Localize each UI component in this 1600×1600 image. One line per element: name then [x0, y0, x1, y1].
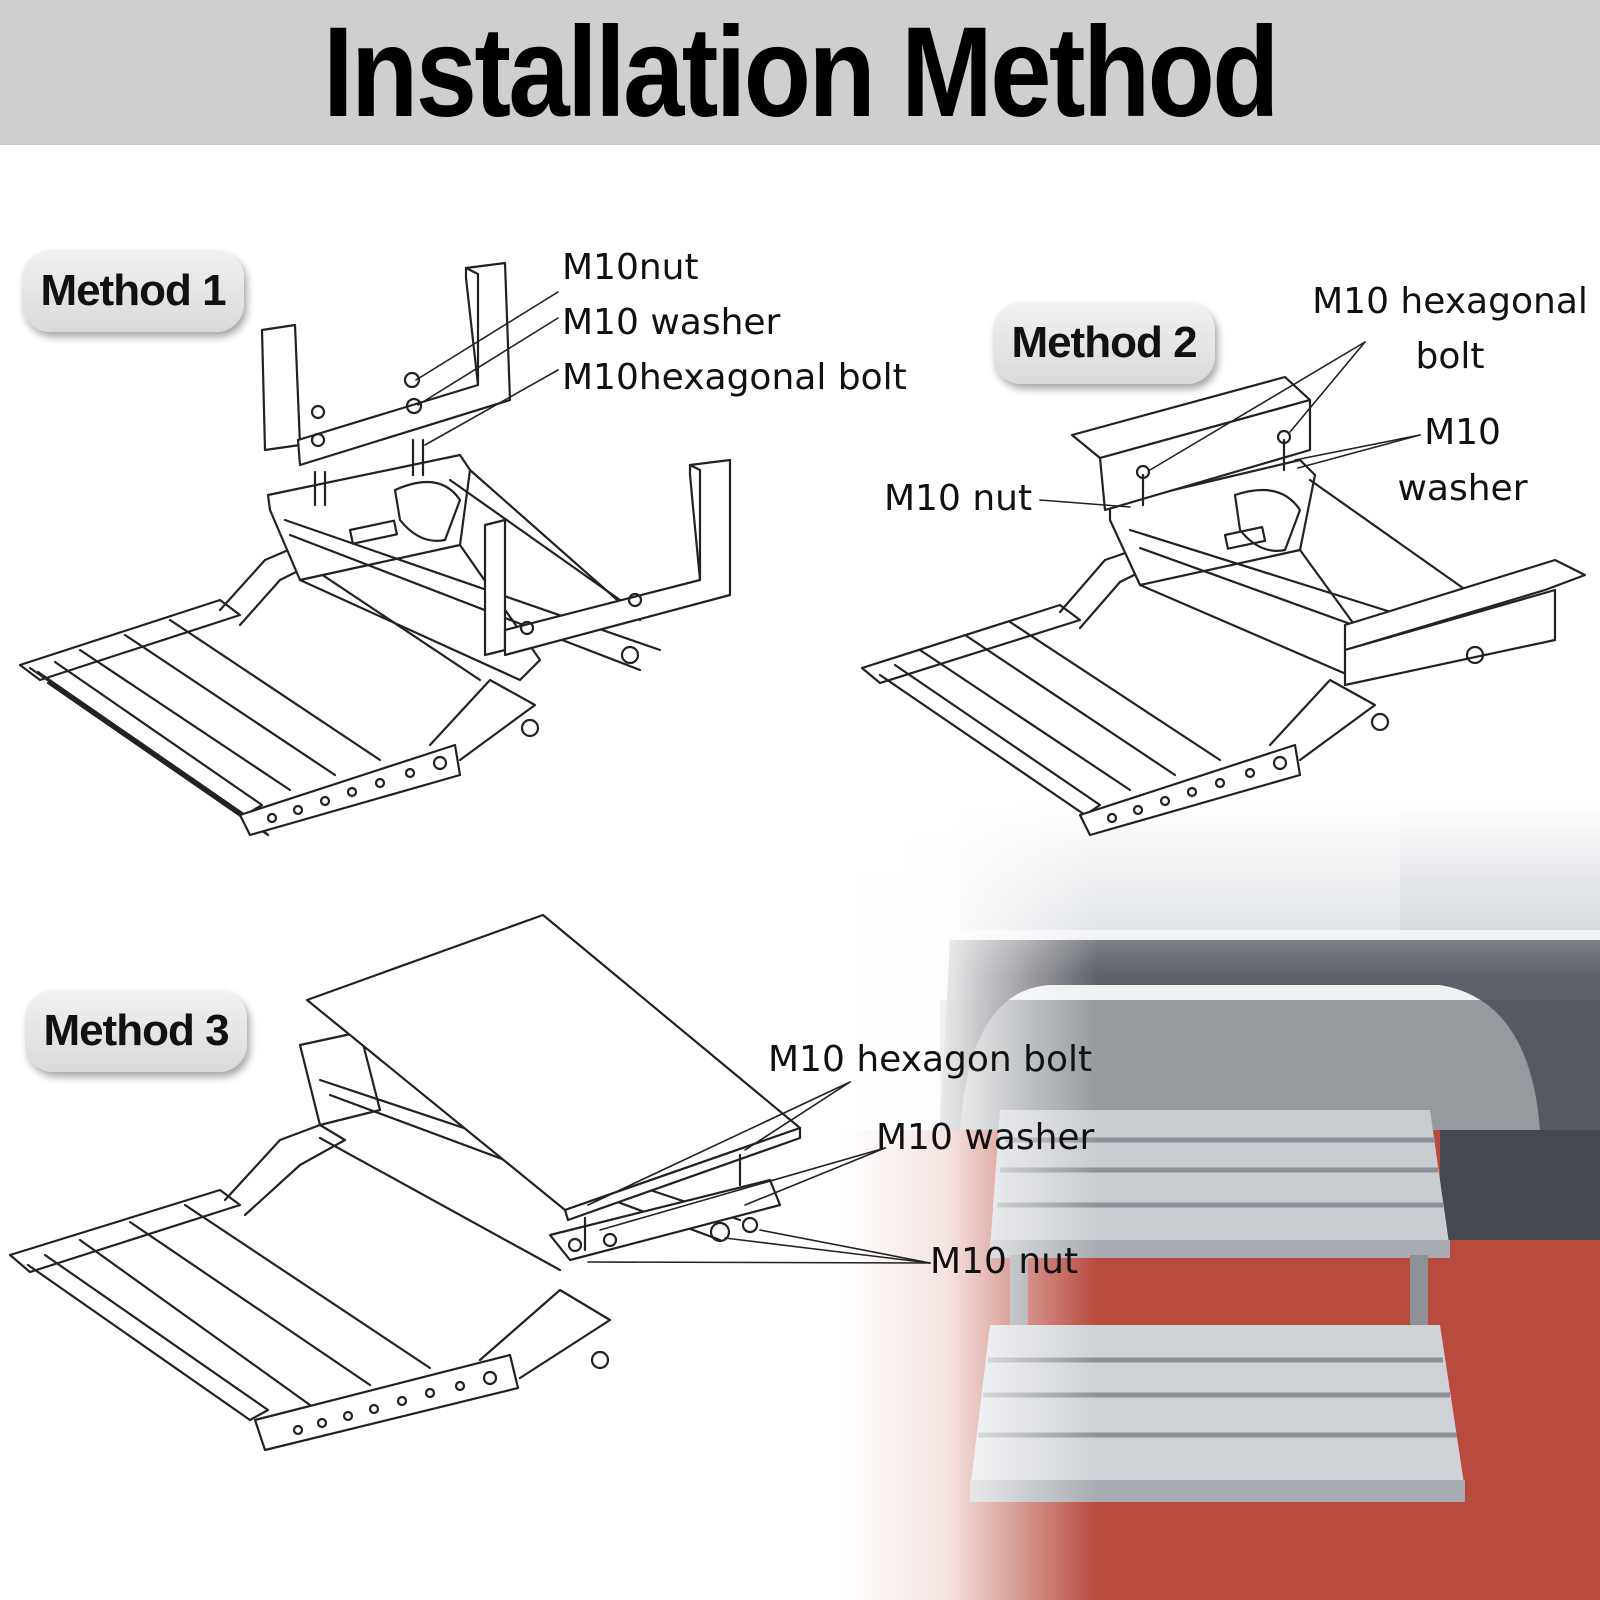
method-1-washer-label: M10 washer: [562, 302, 781, 343]
method-1-badge: Method 1: [22, 250, 244, 332]
method-3-washer-label: M10 washer: [876, 1117, 1095, 1158]
method-3-bolt-label: M10 hexagon bolt: [768, 1039, 1093, 1080]
method-2-washer-label-line2: washer: [1397, 468, 1528, 509]
method-1-bolt-label: M10hexagonal bolt: [562, 357, 907, 398]
method-3-drawing: [8, 913, 931, 1452]
photo-fade-top: [840, 800, 1600, 1600]
method-2-bolt-label-line1: M10 hexagonal: [1312, 281, 1588, 322]
method-2-badge: Method 2: [993, 302, 1215, 384]
method-2-bolt-label-line2: bolt: [1415, 336, 1485, 377]
page-title: Installation Method: [323, 1, 1279, 144]
method-2-washer-label-line1: M10: [1424, 412, 1501, 453]
method-1-nut-label: M10nut: [562, 247, 699, 288]
method-2-drawing: [860, 341, 1587, 837]
method-1-drawing: [18, 261, 732, 837]
method-3-nut-label: M10 nut: [930, 1241, 1079, 1282]
title-banner: Installation Method: [0, 0, 1600, 145]
method-3-badge: Method 3: [25, 990, 247, 1072]
method-2-nut-label: M10 nut: [884, 478, 1033, 519]
